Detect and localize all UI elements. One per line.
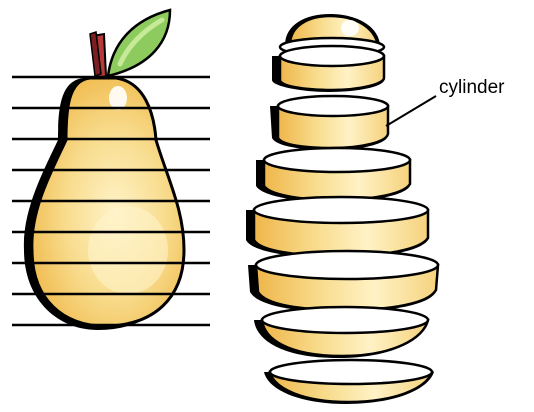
slice-bottom: [264, 360, 434, 404]
slice-6: [254, 307, 428, 358]
whole-pear: [12, 10, 210, 330]
slice-4: [246, 197, 428, 258]
slice-2-cylinder: [270, 96, 388, 150]
sliced-pear: [246, 14, 438, 404]
slice-3: [256, 148, 410, 202]
cylinder-label: cylinder: [439, 78, 504, 97]
slice-1: [272, 46, 384, 92]
slice-5: [248, 251, 438, 312]
label-leader-line: [386, 96, 436, 126]
